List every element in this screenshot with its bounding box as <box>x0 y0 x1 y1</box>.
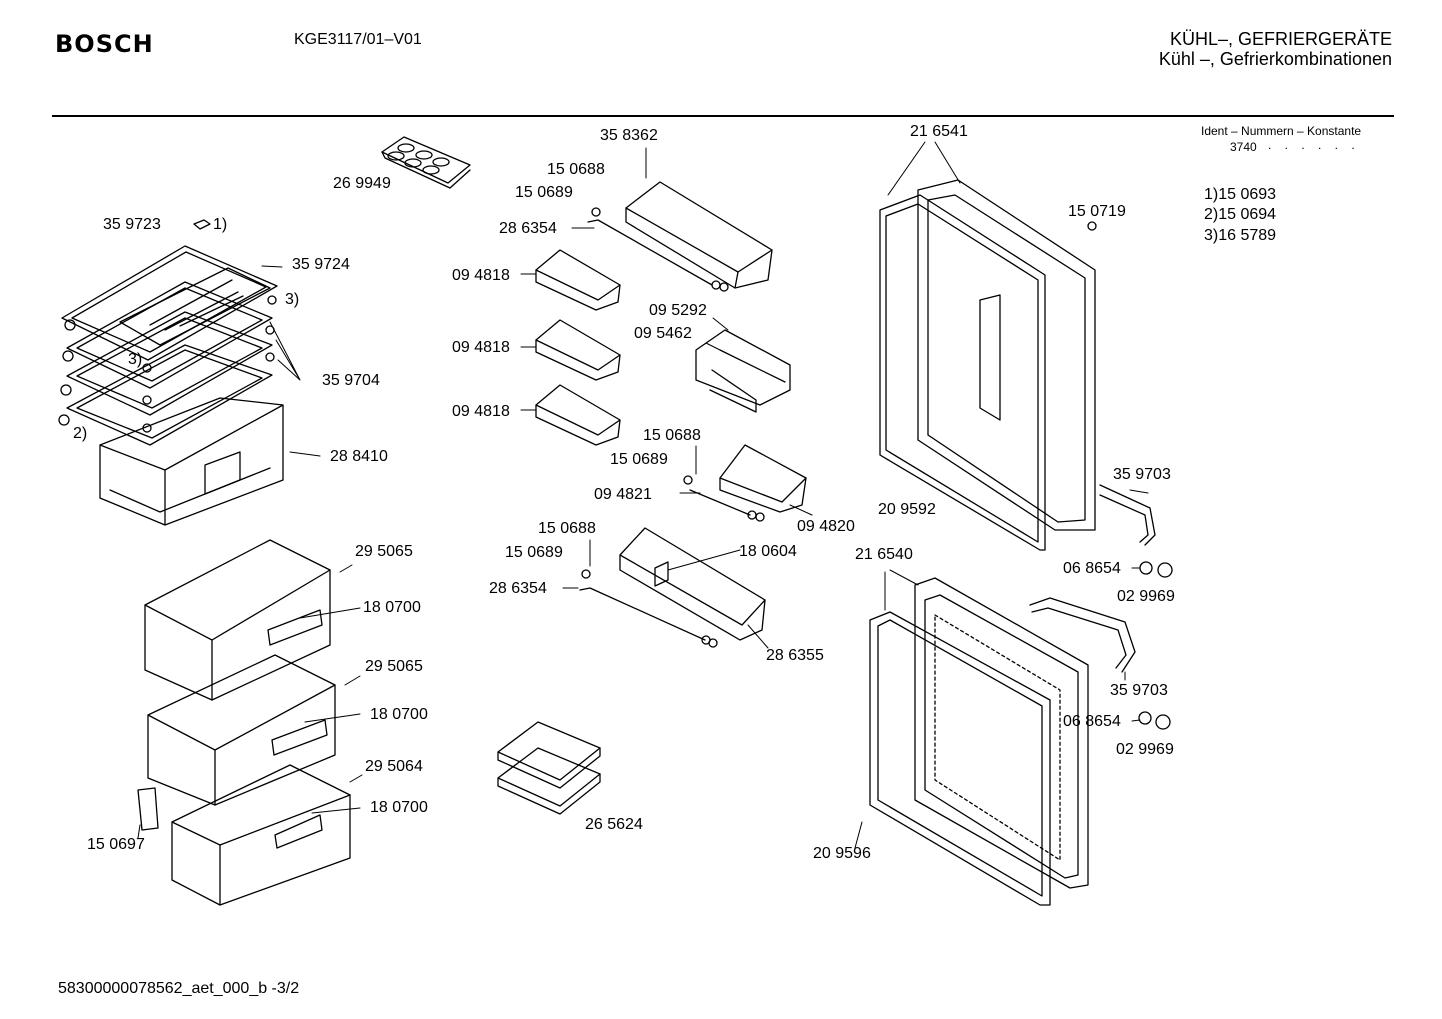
part-label-150689-a: 15 0689 <box>515 184 573 201</box>
part-label-068654-b: 06 8654 <box>1063 713 1121 730</box>
header-divider <box>52 115 1394 117</box>
fridge-door-216541 <box>918 180 1095 530</box>
brand-logo: BOSCH <box>55 30 154 58</box>
glass-shelves <box>59 246 277 445</box>
document-footer: 58300000078562_aet_000_b -3/2 <box>58 980 300 997</box>
part-label-358362: 35 8362 <box>600 127 658 144</box>
door-seal-209592 <box>880 195 1045 550</box>
part-label-209592: 20 9592 <box>878 501 936 518</box>
butter-box-2 <box>536 320 620 380</box>
part-label-359704: 35 9704 <box>322 372 380 389</box>
footnote-marker-3b: 3) <box>128 351 143 368</box>
bar-286354-top <box>588 208 728 291</box>
part-label-150689-b: 15 0689 <box>610 451 668 468</box>
note-2: 2)15 0694 <box>1204 206 1277 223</box>
part-label-359703-a: 35 9703 <box>1113 466 1171 483</box>
seal-150697 <box>138 788 158 830</box>
part-label-295065-a: 29 5065 <box>355 543 413 560</box>
freezer-drawer-2 <box>148 655 335 805</box>
ident-title: Ident – Nummern – Konstante <box>1201 124 1362 138</box>
part-label-068654-a: 06 8654 <box>1063 560 1121 577</box>
part-label-286354-a: 28 6354 <box>499 220 557 237</box>
part-label-150688-b: 15 0688 <box>643 427 701 444</box>
butter-box-1 <box>536 250 620 310</box>
note-3: 3)16 5789 <box>1204 227 1277 244</box>
handle-upper <box>1100 485 1155 545</box>
part-label-094818-a: 09 4818 <box>452 267 510 284</box>
part-label-286354-b: 28 6354 <box>489 580 547 597</box>
door-seal-209596 <box>870 612 1050 905</box>
part-label-286355: 28 6355 <box>766 647 824 664</box>
part-label-180604: 18 0604 <box>739 543 797 560</box>
footnote-marker-1: 1) <box>213 216 228 233</box>
footnote-marker-3a: 3) <box>285 291 300 308</box>
crisper-drawer-288410 <box>100 398 283 525</box>
part-label-295065-b: 29 5065 <box>365 658 423 675</box>
part-label-150688-a: 15 0688 <box>547 161 605 178</box>
part-label-359724: 35 9724 <box>292 256 350 273</box>
shelf-094820 <box>684 445 806 521</box>
part-label-095292: 09 5292 <box>649 302 707 319</box>
part-label-288410: 28 8410 <box>330 448 388 465</box>
ident-value: 3740 <box>1230 140 1257 154</box>
part-label-180700-a: 18 0700 <box>363 599 421 616</box>
part-label-359703-b: 35 9703 <box>1110 682 1168 699</box>
shelf-095292 <box>696 330 790 412</box>
part-label-094818-c: 09 4818 <box>452 403 510 420</box>
part-label-094820: 09 4820 <box>797 518 855 535</box>
part-label-150719: 15 0719 <box>1068 203 1126 220</box>
ice-packs-265624 <box>498 722 600 814</box>
part-label-216540: 21 6540 <box>855 546 913 563</box>
freezer-drawer-1 <box>145 540 330 700</box>
part-label-150689-c: 15 0689 <box>505 544 563 561</box>
ident-dots: . . . . . . <box>1268 138 1360 152</box>
part-label-216541: 21 6541 <box>910 123 968 140</box>
part-label-269949: 26 9949 <box>333 175 391 192</box>
part-label-265624: 26 5624 <box>585 816 643 833</box>
category-subtitle: Kühl –, Gefrierkombinationen <box>1158 49 1392 69</box>
part-label-094818-b: 09 4818 <box>452 339 510 356</box>
part-label-209596: 20 9596 <box>813 845 871 862</box>
part-label-295064: 29 5064 <box>365 758 423 775</box>
model-number: KGE3117/01–V01 <box>294 31 422 48</box>
category-header: KÜHL–, GEFRIERGERÄTE Kühl –, Gefrierkomb… <box>1159 29 1392 69</box>
part-label-150688-c: 15 0688 <box>538 520 596 537</box>
part-label-180700-b: 18 0700 <box>370 706 428 723</box>
leader-lines <box>138 142 1148 848</box>
part-label-150697: 15 0697 <box>87 836 145 853</box>
freezer-door-216540 <box>915 578 1088 888</box>
egg-tray <box>382 137 470 188</box>
bottle-shelf-358362 <box>626 182 772 288</box>
butter-box-3 <box>536 385 620 445</box>
part-label-359723: 35 9723 <box>103 216 161 233</box>
note-1: 1)15 0693 <box>1204 186 1277 203</box>
part-label-180700-c: 18 0700 <box>370 799 428 816</box>
category-title: KÜHL–, GEFRIERGERÄTE <box>1169 29 1392 49</box>
part-label-029969-b: 02 9969 <box>1116 741 1174 758</box>
clip-359723 <box>194 220 210 229</box>
freezer-drawer-3 <box>172 765 350 905</box>
footnote-marker-2: 2) <box>73 425 88 442</box>
shelf-286355 <box>580 528 765 647</box>
handle-lower <box>1030 598 1135 672</box>
part-label-094821: 09 4821 <box>594 486 652 503</box>
part-label-029969-a: 02 9969 <box>1117 588 1175 605</box>
part-label-095462: 09 5462 <box>634 325 692 342</box>
